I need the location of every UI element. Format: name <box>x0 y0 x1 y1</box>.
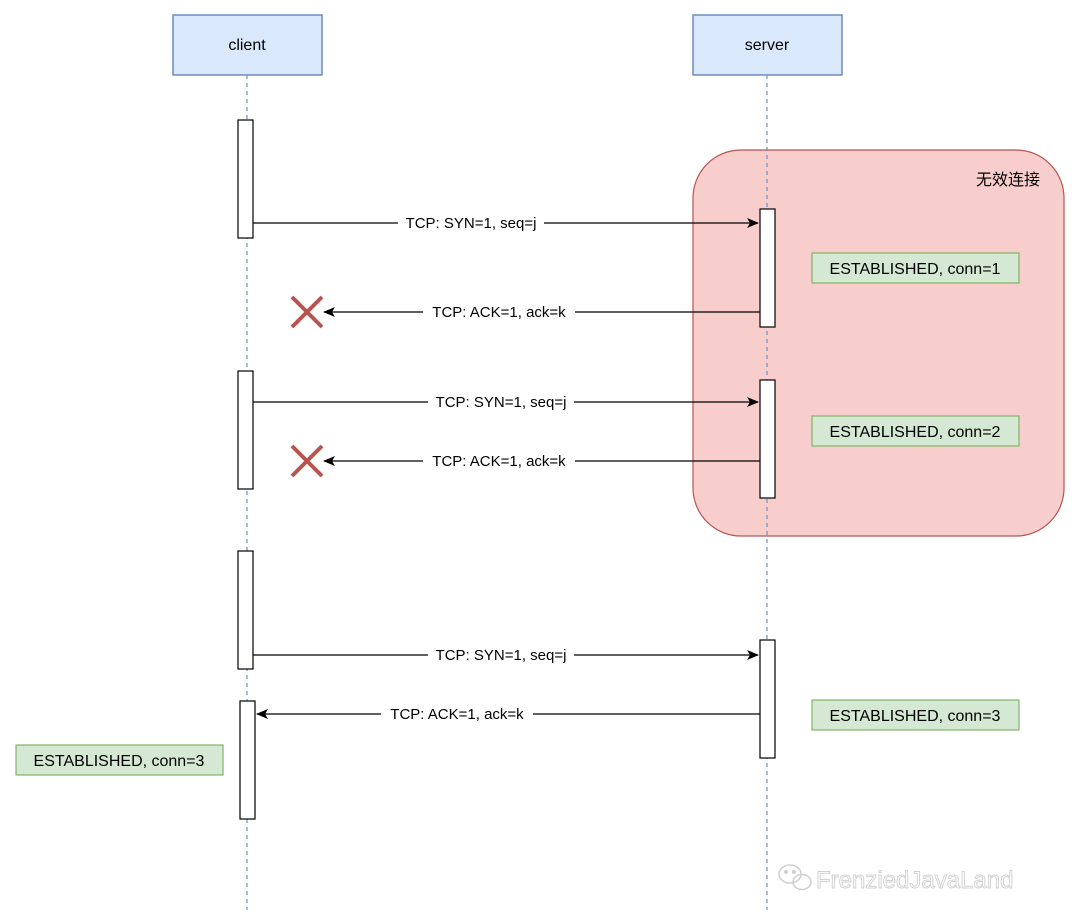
watermark-text: FrenziedJavaLand <box>816 867 1013 894</box>
state-label: ESTABLISHED, conn=2 <box>830 424 1001 441</box>
state-label: ESTABLISHED, conn=3 <box>34 753 205 770</box>
message-label: TCP: ACK=1, ack=k <box>432 453 566 470</box>
client-activation-2 <box>237 370 254 490</box>
state-box-conn-3-client: ESTABLISHED, conn=3 <box>15 744 224 776</box>
message-syn-2: TCP: SYN=1, seq=j <box>253 393 759 411</box>
message-ack-2: TCP: ACK=1, ack=k <box>323 452 760 470</box>
participant-client: client <box>172 14 323 76</box>
state-box-conn-2: ESTABLISHED, conn=2 <box>811 415 1020 447</box>
participant-server-label: server <box>745 37 790 54</box>
state-label: ESTABLISHED, conn=3 <box>830 708 1001 725</box>
message-syn-3: TCP: SYN=1, seq=j <box>253 646 759 664</box>
server-activation-2 <box>759 379 776 499</box>
message-ack-3: TCP: ACK=1, ack=k <box>256 705 760 723</box>
message-label: TCP: SYN=1, seq=j <box>406 215 537 232</box>
client-activation-3 <box>237 550 254 670</box>
state-box-conn-3-server: ESTABLISHED, conn=3 <box>811 699 1020 731</box>
message-label: TCP: SYN=1, seq=j <box>436 647 567 664</box>
client-activation-1 <box>237 119 254 239</box>
lost-packet-x-icon <box>290 444 324 478</box>
message-label: TCP: ACK=1, ack=k <box>432 304 566 321</box>
watermark: FrenziedJavaLand <box>778 864 1014 894</box>
message-label: TCP: SYN=1, seq=j <box>436 394 567 411</box>
message-syn-1: TCP: SYN=1, seq=j <box>253 214 759 232</box>
participant-client-label: client <box>228 37 266 54</box>
state-label: ESTABLISHED, conn=1 <box>830 261 1001 278</box>
message-label: TCP: ACK=1, ack=k <box>390 706 524 723</box>
region-label: 无效连接 <box>976 171 1040 189</box>
state-box-conn-1: ESTABLISHED, conn=1 <box>811 252 1020 284</box>
server-activation-1 <box>759 208 776 328</box>
invalid-connection-region <box>692 149 1065 537</box>
lost-packet-x-icon <box>290 295 324 329</box>
server-activation-3 <box>759 639 776 759</box>
client-activation-4 <box>239 700 256 820</box>
wechat-icon <box>778 864 812 891</box>
participant-server: server <box>692 14 843 76</box>
message-ack-1: TCP: ACK=1, ack=k <box>323 303 760 321</box>
